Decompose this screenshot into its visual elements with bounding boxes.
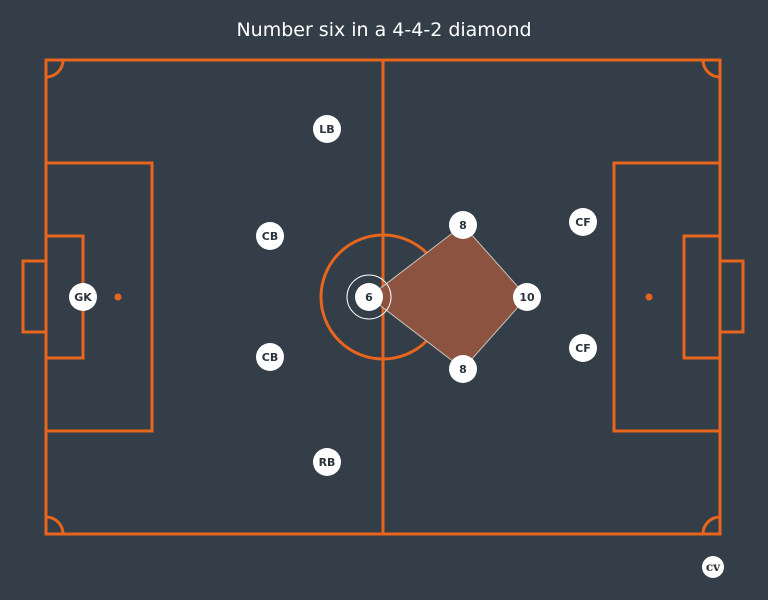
player-eight-top: 8 [449, 211, 477, 239]
player-eight-bottom: 8 [449, 355, 477, 383]
right-penalty-area [612, 161, 722, 433]
diagram-title: Number six in a 4-4-2 diamond [236, 19, 532, 41]
player-label: 8 [459, 219, 467, 232]
player-cb-bottom: CB [256, 343, 284, 371]
right-penalty-spot [645, 293, 653, 301]
player-label: CB [262, 230, 278, 243]
player-label: RB [319, 456, 336, 469]
player-label: 6 [365, 291, 373, 304]
player-label: CB [262, 351, 278, 364]
midfield-diamond [368, 224, 528, 370]
right-goal [718, 259, 745, 334]
logo-text: cv [706, 560, 721, 574]
player-cf-top: CF [569, 208, 597, 236]
corner-arc-bottom-right [701, 515, 721, 535]
corner-arc-top-right [701, 59, 721, 79]
left-penalty-spot [114, 293, 122, 301]
player-label: 8 [459, 363, 467, 376]
player-cb-top: CB [256, 222, 284, 250]
player-label: LB [319, 123, 334, 136]
corner-arc-bottom-left [45, 515, 65, 535]
player-label: CF [575, 216, 591, 229]
left-penalty-area [44, 161, 154, 433]
corner-arc-top-left [45, 59, 65, 79]
cv-logo-icon: cv [702, 556, 724, 578]
player-label: GK [74, 291, 92, 304]
player-cf-bottom: CF [569, 334, 597, 362]
six-highlight-ring [346, 274, 392, 320]
right-goal-area [682, 234, 722, 360]
player-gk: GK [69, 283, 97, 311]
player-lb: LB [313, 115, 341, 143]
player-six: 6 [355, 283, 383, 311]
player-label: 10 [519, 291, 535, 304]
player-rb: RB [313, 448, 341, 476]
left-goal [21, 259, 48, 334]
player-label: CF [575, 342, 591, 355]
player-ten: 10 [513, 283, 541, 311]
